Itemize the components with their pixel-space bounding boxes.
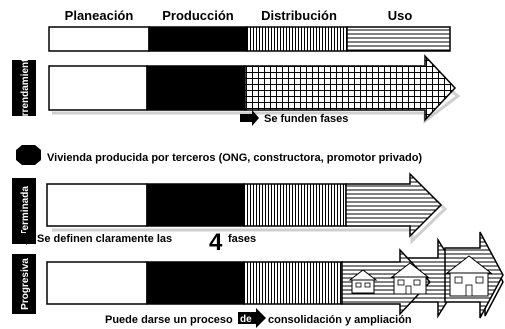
arrow-right-icon [240,110,259,126]
lease-planning-segment [48,65,148,111]
phase-header-distribution: Distribución [261,8,337,23]
phase-header-production: Producción [162,8,234,23]
arrow-right-icon [14,229,33,245]
finished-note-number: 4 [209,229,223,256]
progressive-planning-segment [46,261,148,305]
finished-note-before: Se definen claramente las [37,233,172,245]
progressive-note-marker: de [240,314,252,325]
reference-use-segment [346,26,451,52]
progressive-row: Progresiva Puede dar [12,231,504,328]
finished-heading: Vivienda producida por terceros (ONG, co… [16,145,422,165]
progressive-side-label: Progresiva [20,258,31,310]
reference-distribution-segment [246,26,348,52]
finished-use-arrow [345,172,443,238]
reference-production-segment [148,26,248,52]
progressive-side-tab [12,254,36,314]
house-icon [348,269,378,294]
octagon-icon [16,145,41,165]
lease-merged-phases-arrow [244,54,457,122]
phase-header-planning: Planeación [65,8,134,23]
progressive-note-before: Puede darse un proceso [105,314,233,326]
finished-production-segment [146,183,245,227]
phase-header-use: Uso [388,8,413,23]
reference-planning-segment [48,26,150,52]
arrow-right-icon [238,308,266,328]
lease-note: Se funden fases [264,113,348,125]
progressive-note-after: consolidación y ampliación [268,314,412,326]
house-icon [445,255,493,297]
finished-row: Terminada Se definen claramente las 4 fa… [12,172,448,256]
house-icon [390,262,430,295]
lease-row: Arrendamiento Se funden fases [12,52,461,126]
finished-planning-segment [46,183,148,227]
finished-heading-text: Vivienda producida por terceros (ONG, co… [47,152,422,164]
progressive-distribution-segment [243,261,343,305]
finished-distribution-segment [243,183,347,227]
lease-side-label: Arrendamiento [20,52,31,123]
lease-side-tab [12,60,36,116]
progressive-production-segment [146,261,245,305]
finished-note-after: fases [228,233,256,245]
finished-side-label: Terminada [20,186,31,236]
reference-phase-bar [48,26,451,52]
lease-production-segment [146,65,246,111]
